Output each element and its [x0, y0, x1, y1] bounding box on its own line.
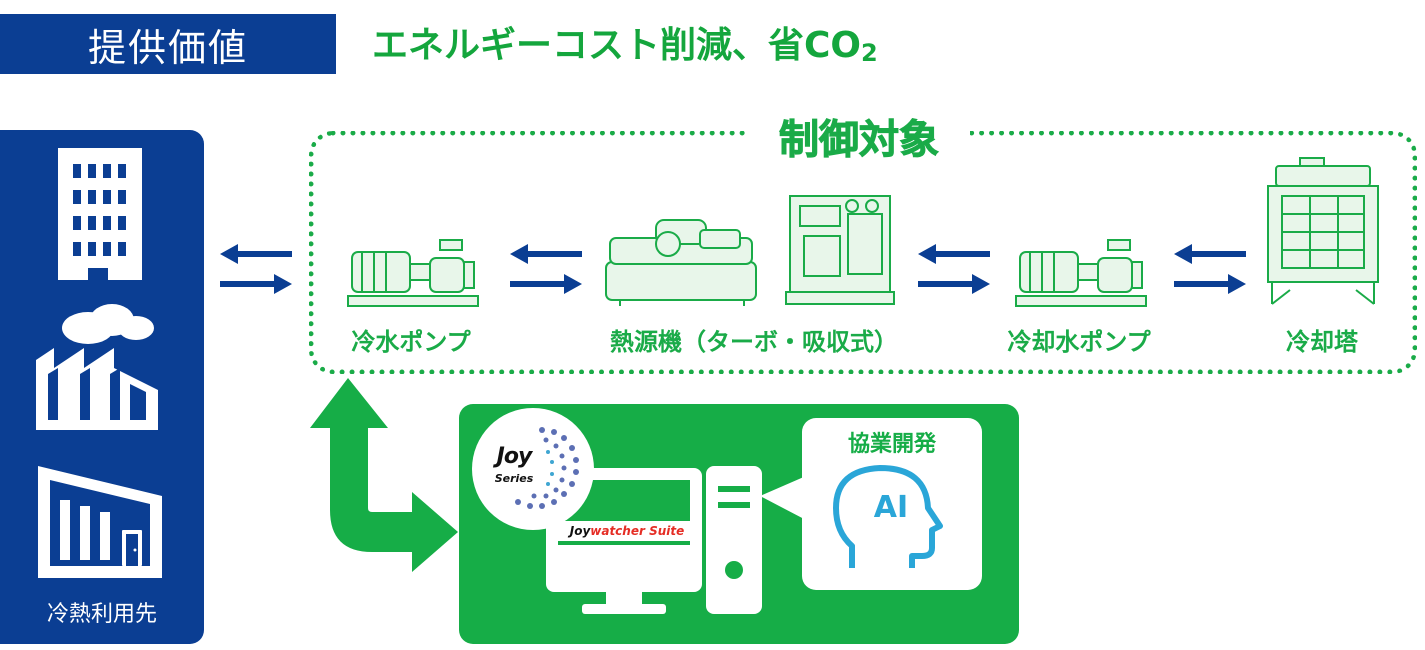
factory-icon [36, 304, 158, 430]
control-target-title: 制御対象 [748, 112, 970, 168]
section-tag: 提供価値 [0, 14, 336, 74]
warehouse-icon [38, 466, 162, 578]
equipment-label-cooling-tower: 冷却塔 [1286, 328, 1358, 356]
absorption-chiller-icon [785, 195, 895, 305]
building-icon [58, 148, 142, 280]
headline-main: エネルギーコスト削減、省CO [372, 25, 862, 66]
pump-icon [347, 239, 479, 307]
pump-icon [1015, 239, 1147, 307]
logo-dots [515, 427, 579, 509]
cold-usage-caption: 冷熱利用先 [46, 602, 157, 627]
equipment-label-chilled-pump: 冷水ポンプ [351, 328, 471, 356]
speech-pointer [760, 476, 806, 520]
logo-series-word: Series [494, 472, 534, 485]
ai-card-title: 協業開発 [847, 432, 936, 457]
ai-card [802, 418, 982, 590]
product-name: Joywatcher Suite [552, 521, 702, 541]
joy-series-logo [472, 408, 594, 530]
ai-head-icon [833, 465, 943, 568]
ai-label: AI [873, 490, 909, 525]
logo-joy-word: Joy [496, 444, 533, 469]
chiller-icon [605, 219, 757, 306]
product-name-text: watcher Suite [590, 524, 685, 538]
equipment-label-chiller: 熱源機（ターボ・吸収式） [610, 328, 898, 356]
product-prefix: Joy [569, 524, 591, 538]
headline-subscript: 2 [861, 39, 878, 67]
cooling-tower-icon [1267, 157, 1379, 305]
headline: エネルギーコスト削減、省CO2 [372, 18, 878, 74]
usage-icons [36, 148, 162, 578]
equipment-label-cooling-pump: 冷却水ポンプ [1007, 328, 1151, 356]
